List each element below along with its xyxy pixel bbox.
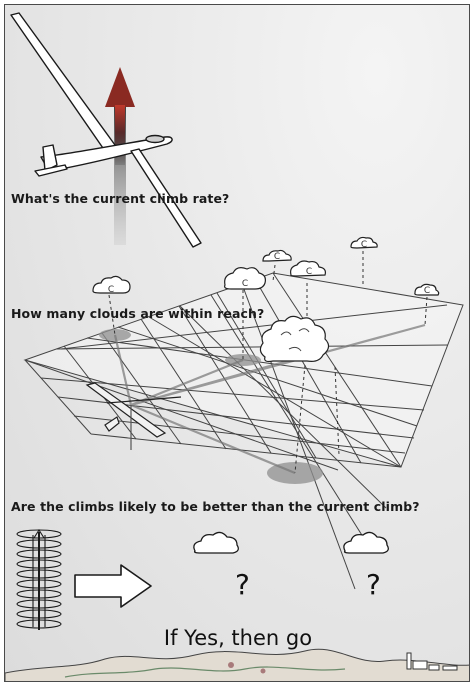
glider-icon — [11, 13, 201, 247]
right-arrow-icon — [75, 565, 151, 607]
cloud-icon — [344, 532, 388, 553]
caption-better-climbs: Are the climbs likely to be better than … — [11, 499, 420, 514]
caption-clouds-within-reach: How many clouds are within reach? — [11, 306, 264, 321]
question-mark-1: ? — [235, 568, 250, 601]
cloud-icon-row — [194, 532, 388, 553]
conclusion-text: If Yes, then go — [5, 626, 470, 650]
landscape-icon — [5, 649, 470, 682]
cloud-glyph: C — [242, 279, 248, 289]
question-mark-2: ? — [366, 568, 381, 601]
cloud-icon — [194, 532, 238, 553]
cloud-glyph: C — [274, 252, 280, 262]
cloud-glyph: C — [361, 240, 367, 250]
cloud-glyph: C — [306, 267, 312, 277]
caption-climb-rate: What's the current climb rate? — [11, 191, 229, 206]
illustration-frame: C C C C C C What's the current climb rate? Ho… — [4, 4, 470, 682]
cloud-glyph: C — [108, 285, 114, 295]
cloud-glyph: C — [424, 286, 430, 296]
thermal-column-icon — [17, 530, 61, 630]
